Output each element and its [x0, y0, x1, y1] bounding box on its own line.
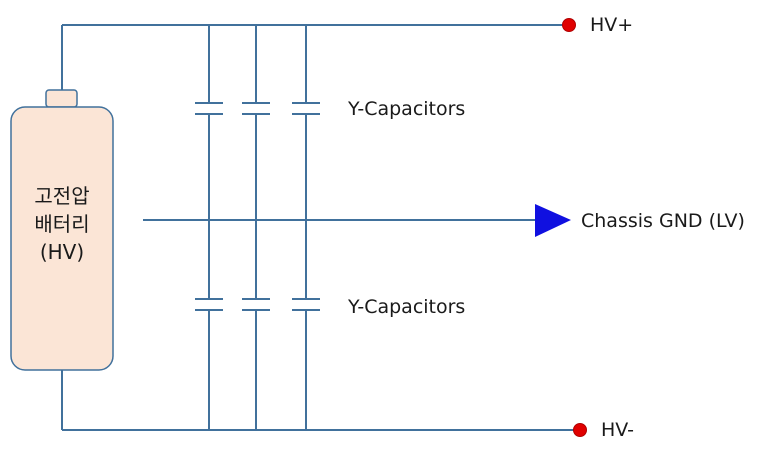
y-capacitor [292, 220, 320, 430]
y-capacitor [242, 220, 270, 430]
hv-plus-terminal: HV+ [562, 14, 633, 36]
y-capacitor [292, 25, 320, 220]
chassis-gnd-label: Chassis GND (LV) [581, 210, 745, 232]
battery-label-line3: (HV) [40, 240, 84, 264]
hv-plus-label: HV+ [590, 14, 633, 36]
hv-minus-rail [61, 370, 578, 431]
upper-y-capacitor-group: Y-Capacitors [195, 25, 465, 220]
y-capacitor [242, 25, 270, 220]
hv-battery: 고전압 배터리 (HV) [10, 89, 114, 371]
chassis-ground-line: Chassis GND (LV) [143, 204, 745, 237]
lower-y-capacitor-group: Y-Capacitors [195, 220, 465, 430]
terminal-dot-icon [573, 423, 587, 437]
hv-plus-rail [61, 24, 567, 90]
terminal-dot-icon [562, 18, 576, 32]
arrow-right-triangle-icon [535, 204, 571, 237]
battery-label-line2: 배터리 [34, 212, 89, 236]
battery-label-line1: 고전압 [34, 184, 89, 208]
battery-body [10, 106, 114, 371]
upper-y-capacitors-label: Y-Capacitors [347, 98, 465, 120]
y-capacitor [195, 220, 223, 430]
battery-terminal-cap [45, 89, 78, 108]
y-capacitor [195, 25, 223, 220]
lower-y-capacitors-label: Y-Capacitors [347, 296, 465, 318]
hv-minus-label: HV- [601, 419, 634, 441]
hv-minus-terminal: HV- [573, 419, 634, 441]
